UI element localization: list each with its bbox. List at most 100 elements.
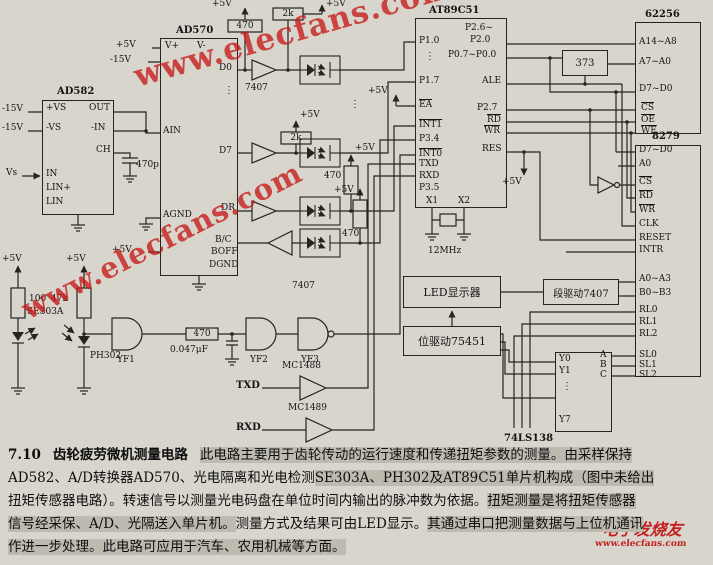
pin-kdc-rl0: RL0	[639, 305, 658, 315]
mc1488-label: MC1488	[282, 361, 322, 371]
latch-373-block: 373	[562, 50, 608, 76]
pin-ad570-dgnd: DGND	[209, 260, 239, 270]
value-label-0047uf: 0.047μF	[170, 345, 208, 355]
caption-title: 齿轮疲劳微机测量电路	[52, 447, 188, 463]
power-label-n15v: -15V	[2, 104, 23, 114]
pin-dec-y7: Y7	[559, 415, 571, 425]
pin-ad582-ch: CH	[96, 145, 111, 155]
at89c51-block	[415, 18, 507, 208]
led-display-label: LED显示器	[423, 286, 481, 299]
photodiode-ph302	[78, 336, 90, 348]
junction-dots	[82, 56, 633, 336]
power-label-p5v: +5V	[355, 143, 375, 153]
ground-symbols	[10, 175, 472, 395]
pin-ad582-vsp: +VS	[46, 103, 67, 113]
pin-mcu-rd: RD	[487, 115, 501, 125]
pin-kdc-rd: RD	[639, 191, 653, 201]
pin-mcu-p34: P3.4	[419, 134, 440, 144]
pin-ad570-d7: D7	[219, 146, 232, 156]
caption-line-3: 扭矩传感器电路）。转速信号以测量光电码盘在单位时间内输出的脉冲数为依据。扭矩测量…	[8, 490, 708, 513]
mc1489-label: MC1489	[288, 403, 328, 413]
pin-ad570-d0: D0	[219, 63, 232, 73]
led-diode-se303a	[12, 332, 24, 344]
pin-ram-we: WE	[641, 126, 657, 136]
pin-mcu-p35: P3.5	[419, 183, 440, 193]
pin-ad570-vn: V-	[197, 41, 206, 51]
ellipsis-opto: ⋮	[350, 99, 360, 110]
pin-ad582-lin: LIN	[46, 197, 64, 207]
pin-ad582-in: IN	[46, 169, 58, 179]
crystal-symbol	[439, 213, 457, 227]
pin-ad582-vsn: -VS	[46, 123, 62, 133]
resistor-symbols	[10, 7, 457, 341]
power-label-p5v: +5V	[502, 177, 522, 187]
power-label-p5v: +5V	[300, 110, 320, 120]
value-label-470: 470	[324, 171, 342, 181]
caption-line-2: AD582、A/D转换器AD570、光电隔离和光电检测SE303A、PH302及…	[8, 467, 708, 490]
digit-driver-block: 位驱动75451	[403, 326, 501, 356]
pin-dec-y1: Y1	[559, 366, 571, 376]
caption-text: 信号经采保、A/D、光隔送入单片机。	[8, 516, 236, 532]
power-label-n15v: -15V	[110, 55, 131, 65]
pin-mcu-wr: WR	[484, 126, 501, 136]
power-label-p5v: +5V	[334, 185, 354, 195]
pin-kdc-d: D7~D0	[639, 145, 673, 155]
buffer-7407-bc	[266, 230, 293, 256]
ad582-block	[42, 100, 114, 215]
caption-text: 作进一步处理。此电路可应用于汽车、农用机械等方面。	[8, 539, 346, 555]
optocoupler-1	[300, 56, 340, 84]
yf-gates	[111, 317, 335, 351]
pin-ram-ah: A14~A8	[639, 37, 677, 47]
ellipsis-ad570: ⋮	[224, 85, 234, 96]
latch-373-label: 373	[575, 57, 595, 69]
not-gate-cs	[597, 176, 621, 194]
pin-kdc-reset: RESET	[639, 233, 672, 243]
power-label-p5v: +5V	[66, 254, 86, 264]
pin-ad570-boff: BOFF	[211, 247, 238, 257]
led-display-block: LED显示器	[403, 276, 501, 308]
pin-dec-a: A	[600, 350, 607, 360]
pin-ad570-agnd: AGND	[163, 210, 192, 220]
pin-mcu-x2: X2	[458, 196, 471, 206]
pin-kdc-intr: INTR	[639, 245, 664, 255]
value-label-2k: 2k	[282, 9, 294, 19]
pin-mcu-p27: P2.7	[477, 103, 498, 113]
caption-text: 此电路主要用于齿轮传动的运行速度和传递扭矩参数的测量。由采样保持	[199, 447, 632, 463]
pin-mcu-x1: X1	[426, 196, 439, 206]
buffer-7407-dr	[251, 200, 277, 222]
signal-label-txd: TXD	[236, 380, 260, 391]
ellipsis-mcu: ⋮	[425, 51, 435, 62]
segment-driver-block: 段驱动7407	[543, 279, 619, 305]
ad570-title: AD570	[176, 25, 214, 36]
pin-ad570-ain: AIN	[163, 126, 181, 136]
driver-7407-label: 7407	[245, 83, 268, 93]
pin-kdc-a0: A0	[639, 159, 652, 169]
ad582-title: AD582	[57, 86, 95, 97]
power-label-p5v: +5V	[212, 0, 232, 9]
caption-text: 扭矩传感器电路）。转速信号以测量光电码盘在单位时间内输出的脉冲数为依据。	[8, 493, 488, 509]
pin-mcu-p10: P1.0	[419, 36, 440, 46]
optocoupler-3	[300, 197, 340, 225]
kdc-title: 8279	[652, 131, 680, 142]
at89c51-title: AT89C51	[429, 5, 480, 16]
se303a-label: SE303A	[27, 307, 64, 317]
power-arrows	[14, 4, 528, 342]
pin-kdc-rl1: RL1	[639, 317, 658, 327]
and-gate-yf2	[245, 317, 277, 351]
gate-label-yf2: YF2	[250, 355, 268, 365]
gate-label-yf1: YF1	[117, 355, 135, 365]
caption-line-4: 信号经采保、A/D、光隔送入单片机。测量方式及结果可由LED显示。其通过串口把测…	[8, 513, 708, 536]
pin-mcu-p0: P0.7~P0.0	[448, 50, 497, 60]
pin-ram-d: D7~D0	[639, 84, 673, 94]
pin-mcu-rxd: RXD	[419, 171, 440, 181]
pin-mcu-p20: P2.0	[470, 35, 491, 45]
value-label-2k: 2k	[290, 133, 302, 143]
ellipsis-dec: ⋮	[562, 381, 572, 392]
pin-dec-b: B	[600, 360, 607, 370]
pin-mcu-int0: INT0	[419, 149, 443, 159]
pin-kdc-sl2: SL2	[639, 370, 657, 380]
pin-kdc-a03: A0~A3	[639, 274, 671, 284]
